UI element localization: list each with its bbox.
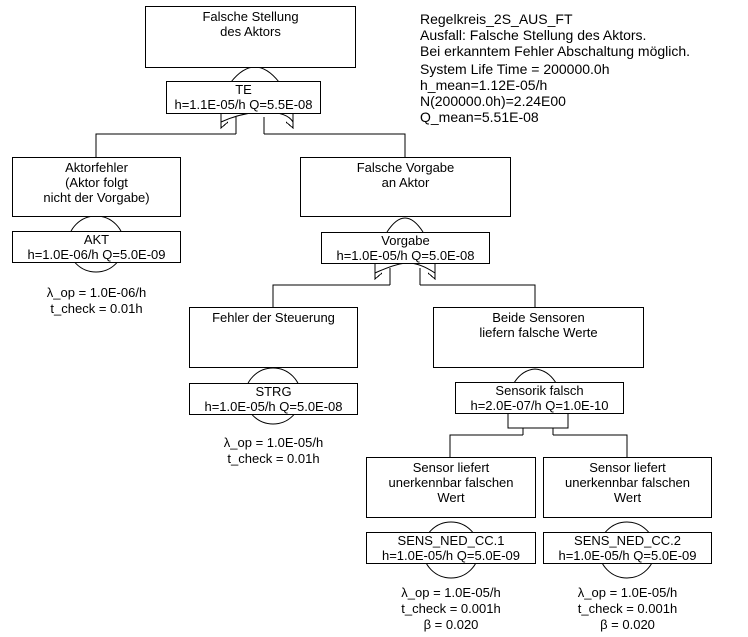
vorgabe-or-gate-icon [374, 262, 436, 285]
info-q-mean: Q_mean=5.51E-08 [420, 109, 539, 125]
fault-tree-info: Regelkreis_2S_AUS_FT Ausfall: Falsche St… [420, 11, 690, 125]
sensorik-gate-top-arc [513, 368, 557, 384]
info-note: Bei erkanntem Fehler Abschaltung möglich… [420, 43, 691, 59]
sensorik-branch-left [449, 434, 523, 457]
sens2-gate-name: SENS_NED_CC.2 [574, 533, 681, 548]
akt-gate-name: AKT [83, 232, 110, 247]
sens1-event-description[interactable]: Sensor liefert unerkennbar falschen Wert [366, 457, 536, 518]
te-branch-left [95, 133, 236, 157]
strg-param-tcheck: t_check = 0.01h [227, 451, 320, 466]
strg-gate-rates: h=1.0E-05/h Q=5.0E-08 [204, 399, 343, 414]
sens1-param-tcheck: t_check = 0.001h [401, 601, 501, 616]
sensorik-gate-rates: h=2.0E-07/h Q=1.0E-10 [470, 398, 609, 413]
akt-param-tcheck: t_check = 0.01h [50, 301, 143, 316]
strg-param-lambda: λ_op = 1.0E-05/h [223, 435, 324, 450]
strg-parameters: λ_op = 1.0E-05/h t_check = 0.01h [189, 435, 358, 467]
info-n-value: N(200000.0h)=2.24E00 [420, 93, 566, 109]
vorgabe-branch-left [272, 284, 390, 307]
sens2-param-lambda: λ_op = 1.0E-05/h [577, 585, 678, 600]
sens1-gate-label[interactable]: SENS_NED_CC.1 h=1.0E-05/h Q=5.0E-09 [366, 532, 536, 564]
sens2-parameters: λ_op = 1.0E-05/h t_check = 0.001h β = 0.… [543, 585, 712, 633]
sens1-gate-rates: h=1.0E-05/h Q=5.0E-09 [381, 548, 521, 563]
sens2-event-description[interactable]: Sensor liefert unerkennbar falschen Wert [543, 457, 712, 518]
sens2-gate-rates: h=1.0E-05/h Q=5.0E-09 [558, 548, 697, 563]
info-h-mean: h_mean=1.12E-05/h [420, 77, 548, 93]
sens2-param-beta: β = 0.020 [600, 617, 655, 632]
sens1-gate-name: SENS_NED_CC.1 [397, 533, 505, 548]
sens1-param-beta: β = 0.020 [423, 617, 479, 632]
sens2-gate-label[interactable]: SENS_NED_CC.2 h=1.0E-05/h Q=5.0E-09 [543, 532, 712, 564]
info-failure: Ausfall: Falsche Stellung des Aktors. [420, 27, 647, 43]
info-title: Regelkreis_2S_AUS_FT [420, 11, 573, 27]
sensorik-event-description[interactable]: Beide Sensoren liefern falsche Werte [433, 307, 644, 368]
vorgabe-event-description[interactable]: Falsche Vorgabe an Aktor [300, 157, 511, 217]
sensorik-gate-label[interactable]: Sensorik falsch h=2.0E-07/h Q=1.0E-10 [455, 382, 624, 414]
te-event-description[interactable]: Falsche Stellung des Aktors [145, 6, 356, 68]
sensorik-branch-right [553, 434, 628, 457]
vorgabe-branch-right [420, 284, 536, 307]
te-branch-right [264, 133, 406, 157]
vorgabe-gate-top-arc [386, 217, 424, 233]
strg-gate-label[interactable]: STRG h=1.0E-05/h Q=5.0E-08 [189, 383, 358, 415]
te-gate-name: TE [235, 82, 252, 97]
te-or-gate-icon [220, 111, 294, 134]
sens2-param-tcheck: t_check = 0.001h [577, 601, 678, 616]
sensorik-and-gate-icon [507, 413, 569, 435]
sens1-param-lambda: λ_op = 1.0E-05/h [401, 585, 501, 600]
info-life-time: System Life Time = 200000.0h [420, 61, 610, 77]
akt-param-lambda: λ_op = 1.0E-06/h [46, 285, 147, 300]
akt-parameters: λ_op = 1.0E-06/h t_check = 0.01h [12, 285, 181, 317]
vorgabe-gate-label[interactable]: Vorgabe h=1.0E-05/h Q=5.0E-08 [321, 232, 490, 264]
strg-gate-name: STRG [255, 384, 292, 399]
sensorik-gate-name: Sensorik falsch [495, 383, 584, 398]
akt-gate-label[interactable]: AKT h=1.0E-06/h Q=5.0E-09 [12, 231, 181, 263]
sens1-parameters: λ_op = 1.0E-05/h t_check = 0.001h β = 0.… [366, 585, 536, 633]
te-gate-label[interactable]: TE h=1.1E-05/h Q=5.5E-08 [166, 81, 321, 114]
akt-event-description[interactable]: Aktorfehler (Aktor folgt nicht der Vorga… [12, 157, 181, 217]
strg-event-description[interactable]: Fehler der Steuerung [189, 307, 358, 368]
vorgabe-gate-rates: h=1.0E-05/h Q=5.0E-08 [336, 248, 475, 263]
te-gate-top-arc [230, 66, 280, 83]
te-gate-rates: h=1.1E-05/h Q=5.5E-08 [174, 97, 313, 112]
vorgabe-gate-name: Vorgabe [381, 233, 430, 248]
akt-gate-rates: h=1.0E-06/h Q=5.0E-09 [27, 247, 166, 262]
